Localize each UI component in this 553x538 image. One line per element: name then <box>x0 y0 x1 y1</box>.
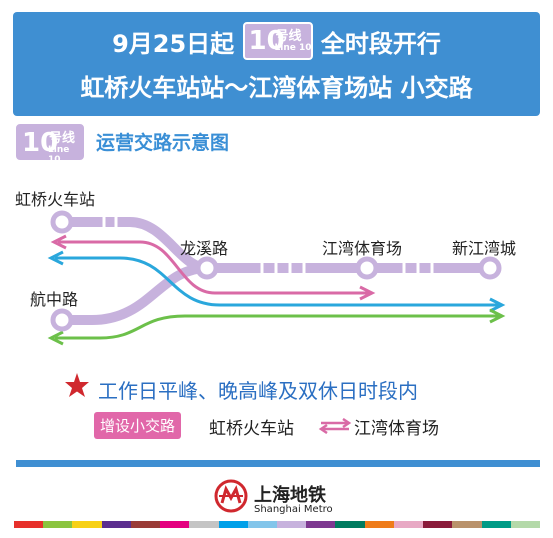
stripe-segment <box>218 521 248 528</box>
route-green-arrow-right <box>489 308 506 324</box>
diagram-title-row: 10 号线 Line 10 运营交路示意图 <box>16 124 316 165</box>
short-turn-to: 江湾体育场 <box>354 419 439 439</box>
stripe-segment <box>393 521 424 528</box>
metro-logo-icon <box>214 479 248 513</box>
station-label-hongqiao: 虹桥火车站 <box>15 190 96 209</box>
stripe-segment <box>72 521 102 528</box>
separator-bar <box>16 460 540 467</box>
stripe-segment <box>101 521 131 528</box>
stripe-segment <box>160 521 190 528</box>
star-icon <box>65 373 89 397</box>
header-line-1: 9月25日起 10 号线 Line 10 全时段开行 <box>13 22 540 60</box>
header-date: 9月25日起 <box>112 29 235 58</box>
route-pink <box>58 240 370 295</box>
double-arrow-icon <box>318 418 352 434</box>
short-turn-tag: 增设小交路 <box>94 412 182 439</box>
header-schedule: 全时段开行 <box>320 29 441 58</box>
line-10-badge: 10 号线 Line 10 <box>242 22 313 60</box>
stripe-segment <box>452 521 482 528</box>
route-green-arrow-left <box>47 330 64 346</box>
stripe-segment <box>247 521 277 528</box>
logo-chinese: 上海地铁 <box>254 485 326 506</box>
shanghai-metro-logo: 上海地铁 Shanghai Metro <box>214 479 344 523</box>
stripe-segment <box>423 521 453 528</box>
stripe-segment <box>364 521 394 528</box>
line-10-badge-small: 10 号线 Line 10 <box>16 124 84 165</box>
route-green <box>55 314 500 340</box>
route-blue <box>55 256 500 307</box>
line-color-stripe <box>14 521 540 528</box>
station-dot-hongqiao <box>50 210 74 234</box>
stripe-segment <box>43 521 73 528</box>
logo-english: Shanghai Metro <box>254 504 333 515</box>
station-label-hangzhong: 航中路 <box>30 290 79 309</box>
route-blue-arrow-left <box>47 250 64 266</box>
station-label-xinjiangwan: 新江湾城 <box>452 239 517 258</box>
stripe-segment <box>306 521 336 528</box>
stripe-segment <box>276 521 307 528</box>
note-text: 工作日平峰、晚高峰及双休日时段内 <box>98 379 418 403</box>
station-dot-hangzhong <box>50 308 74 332</box>
stripe-segment <box>510 521 540 528</box>
station-label-jiangwan: 江湾体育场 <box>322 239 403 258</box>
diagram-title: 运营交路示意图 <box>96 132 230 154</box>
station-dot-jiangwan <box>355 256 379 280</box>
station-dot-xinjiangwan <box>478 256 502 280</box>
station-dot-longxi <box>195 256 219 280</box>
stripe-segment <box>335 521 365 528</box>
line10-branch-hangzhong <box>62 263 208 325</box>
route-pink-arrow-left <box>50 234 67 250</box>
header-line-2: 虹桥火车站站～江湾体育场站 小交路 <box>80 74 473 102</box>
stripe-segment <box>481 521 511 528</box>
stripe-segment <box>130 521 161 528</box>
route-blue-arrow-right <box>489 297 506 313</box>
stripe-segment <box>14 521 44 528</box>
track-dash-marks <box>102 215 434 275</box>
route-pink-arrow-right <box>359 285 376 301</box>
stripe-segment <box>189 521 219 528</box>
station-label-longxi: 龙溪路 <box>180 239 229 258</box>
header-banner: 9月25日起 10 号线 Line 10 全时段开行 虹桥火车站站～江湾体育场站… <box>13 12 540 116</box>
short-turn-from: 虹桥火车站 <box>209 419 294 439</box>
